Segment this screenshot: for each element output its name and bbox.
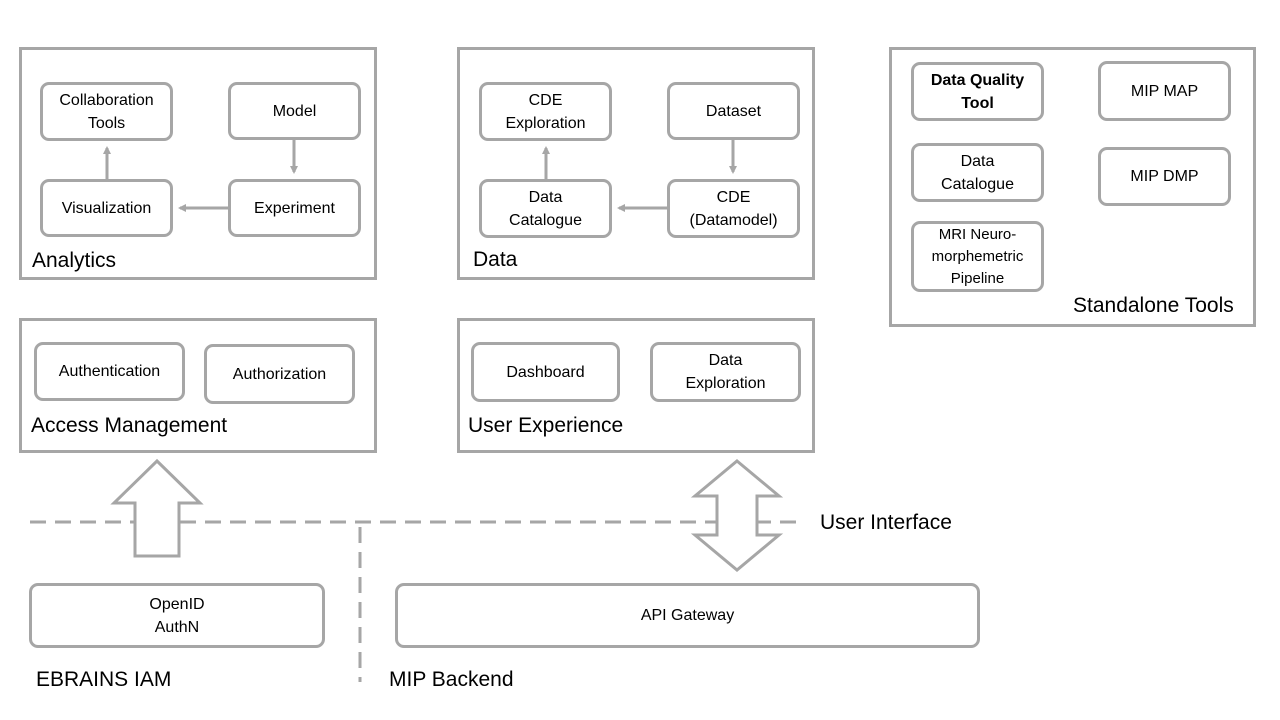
access-management-label: Access Management [31, 414, 228, 437]
ebrains-iam-label: EBRAINS IAM [36, 668, 172, 691]
visualization-node: Visualization [40, 179, 173, 237]
authorization-node: Authorization [204, 344, 355, 404]
api-gateway-node: API Gateway [395, 583, 980, 648]
standalone-tools-label: Standalone Tools [1073, 294, 1234, 317]
user-experience-label: User Experience [468, 414, 624, 437]
mri-pipeline-node: MRI Neuro- morphemetric Pipeline [911, 221, 1044, 292]
user-interface-label: User Interface [820, 511, 952, 534]
mip-dmp-node: MIP DMP [1098, 147, 1231, 206]
authentication-node: Authentication [34, 342, 185, 401]
mip-backend-label: MIP Backend [389, 668, 514, 691]
data-catalogue-node: Data Catalogue [479, 179, 612, 238]
analytics-label: Analytics [32, 249, 117, 272]
cde-datamodel-node: CDE (Datamodel) [667, 179, 800, 238]
mip-map-node: MIP MAP [1098, 61, 1231, 121]
model-node: Model [228, 82, 361, 140]
cde-exploration-node: CDE Exploration [479, 82, 612, 141]
dataset-node: Dataset [667, 82, 800, 140]
up-down-block-arrow [690, 459, 784, 572]
dashboard-node: Dashboard [471, 342, 620, 402]
experiment-node: Experiment [228, 179, 361, 237]
collaboration-tools-node: Collaboration Tools [40, 82, 173, 141]
data-exploration-node: Data Exploration [650, 342, 801, 402]
data-quality-tool-node: Data Quality Tool [911, 62, 1044, 121]
standalone-data-catalogue-node: Data Catalogue [911, 143, 1044, 202]
data-label: Data [473, 248, 518, 271]
openid-authn-node: OpenID AuthN [29, 583, 325, 648]
up-block-arrow [110, 458, 204, 558]
